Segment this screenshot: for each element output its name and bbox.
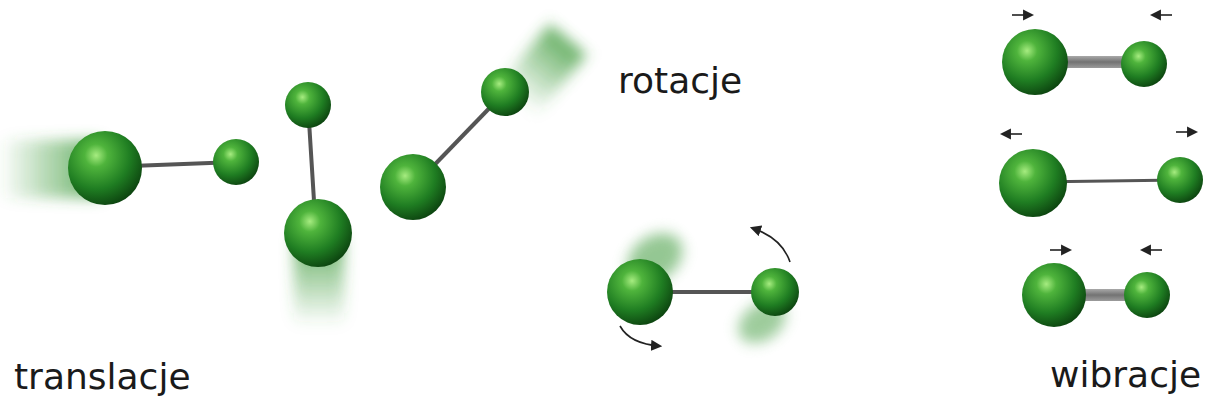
atom (285, 82, 331, 128)
atom (999, 149, 1067, 217)
atom (481, 68, 529, 116)
motion-label: translacje (14, 356, 191, 397)
atom (751, 268, 799, 316)
atom (1157, 157, 1203, 203)
vibration-arrow (1050, 249, 1070, 251)
rotation-arrow (620, 326, 660, 346)
atom (607, 259, 673, 325)
atom (213, 139, 259, 185)
vibration-arrow (1012, 14, 1032, 16)
vibration-arrow (1152, 14, 1172, 16)
motion-label: wibracje (1050, 354, 1201, 395)
atom (68, 131, 142, 205)
atom (284, 199, 352, 267)
atom (1002, 29, 1068, 95)
vibration-arrow (1142, 249, 1162, 251)
vibration-arrow (1176, 131, 1196, 133)
rotation-arrow (752, 228, 790, 262)
vibration-arrow (1002, 133, 1022, 135)
atom (380, 154, 446, 220)
atom (1124, 272, 1170, 318)
motion-label: rotacje (618, 60, 742, 101)
atom (1121, 41, 1167, 87)
atom (1022, 263, 1086, 327)
